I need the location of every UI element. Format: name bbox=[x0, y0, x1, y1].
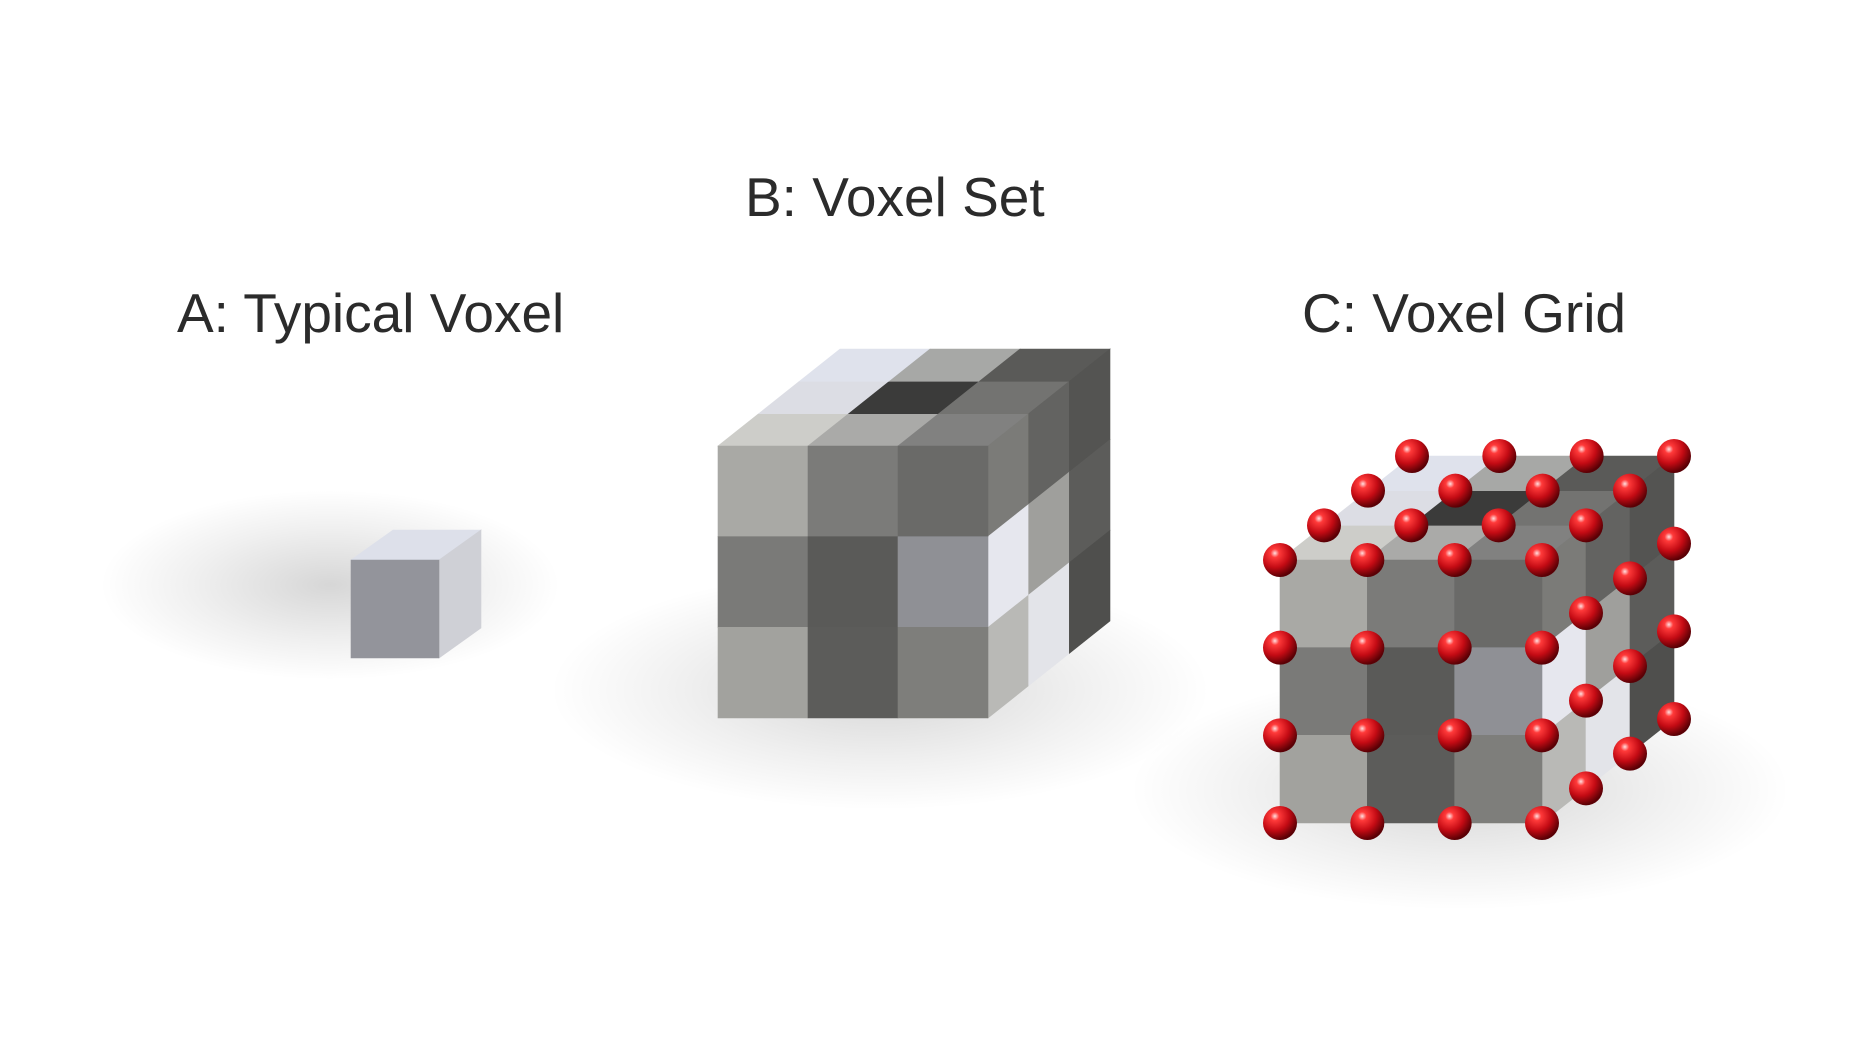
shadow-typical-voxel bbox=[100, 490, 560, 680]
grid-node-sphere bbox=[1657, 614, 1691, 649]
grid-node-sphere bbox=[1263, 718, 1297, 753]
grid-node-sphere bbox=[1569, 439, 1604, 473]
grid-node-sphere bbox=[1307, 508, 1341, 543]
voxel-front-face bbox=[1454, 647, 1543, 736]
voxel-front-face bbox=[1279, 735, 1368, 824]
voxel-grid-nodes bbox=[1263, 439, 1691, 840]
grid-node-sphere bbox=[1657, 702, 1691, 736]
grid-node-sphere bbox=[1438, 473, 1473, 508]
grid-node-sphere bbox=[1437, 806, 1472, 840]
grid-node-sphere bbox=[1350, 718, 1385, 753]
grid-node-sphere bbox=[1263, 806, 1297, 840]
grid-node-sphere bbox=[1350, 630, 1385, 665]
voxel-front-face bbox=[1454, 559, 1543, 648]
grid-node-sphere bbox=[1263, 630, 1297, 665]
grid-node-sphere bbox=[1437, 630, 1472, 665]
grid-node-sphere bbox=[1613, 736, 1647, 771]
label-typical-voxel: A: Typical Voxel bbox=[177, 282, 565, 344]
grid-node-sphere bbox=[1482, 439, 1517, 473]
voxel-front-face bbox=[897, 445, 989, 537]
grid-node-sphere bbox=[1481, 508, 1516, 543]
grid-node-sphere bbox=[1437, 543, 1472, 577]
grid-node-sphere bbox=[1351, 473, 1385, 508]
voxel-side-face bbox=[1069, 529, 1111, 654]
grid-node-sphere bbox=[1613, 649, 1647, 683]
grid-node-sphere bbox=[1613, 473, 1647, 508]
grid-node-sphere bbox=[1525, 543, 1559, 577]
voxel-set-cube bbox=[717, 348, 1111, 719]
grid-node-sphere bbox=[1569, 683, 1603, 718]
typical-voxel-cube bbox=[350, 529, 482, 659]
voxel-front-face bbox=[1279, 559, 1368, 648]
grid-node-sphere bbox=[1569, 771, 1603, 806]
voxel-front-face bbox=[897, 536, 989, 628]
voxel-front-face bbox=[807, 536, 899, 628]
voxel-front-face bbox=[717, 627, 809, 719]
voxel-front-face bbox=[1279, 647, 1368, 736]
voxel-front-face bbox=[897, 627, 989, 719]
grid-node-sphere bbox=[1569, 508, 1603, 543]
grid-node-sphere bbox=[1525, 473, 1560, 508]
grid-node-sphere bbox=[1395, 439, 1429, 473]
voxel-front-face bbox=[717, 536, 809, 628]
grid-node-sphere bbox=[1394, 508, 1429, 543]
voxel-front-face bbox=[717, 445, 809, 537]
label-voxel-grid: C: Voxel Grid bbox=[1302, 282, 1627, 344]
grid-node-sphere bbox=[1657, 526, 1691, 561]
grid-node-sphere bbox=[1613, 561, 1647, 596]
voxel-front-face bbox=[1454, 735, 1543, 824]
grid-node-sphere bbox=[1437, 718, 1472, 753]
grid-node-sphere bbox=[1263, 543, 1297, 577]
grid-node-sphere bbox=[1569, 596, 1603, 630]
voxel-front-face bbox=[807, 627, 899, 719]
voxel-front-face bbox=[1367, 559, 1455, 648]
voxel-front-face bbox=[1367, 735, 1455, 824]
label-voxel-set: B: Voxel Set bbox=[745, 166, 1045, 228]
voxel-front-face bbox=[1367, 647, 1455, 736]
voxel-front-face bbox=[350, 559, 440, 659]
grid-node-sphere bbox=[1525, 630, 1559, 665]
grid-node-sphere bbox=[1350, 806, 1385, 840]
grid-node-sphere bbox=[1525, 718, 1559, 753]
grid-node-sphere bbox=[1657, 439, 1691, 473]
grid-node-sphere bbox=[1350, 543, 1385, 577]
voxel-front-face bbox=[807, 445, 899, 537]
grid-node-sphere bbox=[1525, 806, 1559, 840]
